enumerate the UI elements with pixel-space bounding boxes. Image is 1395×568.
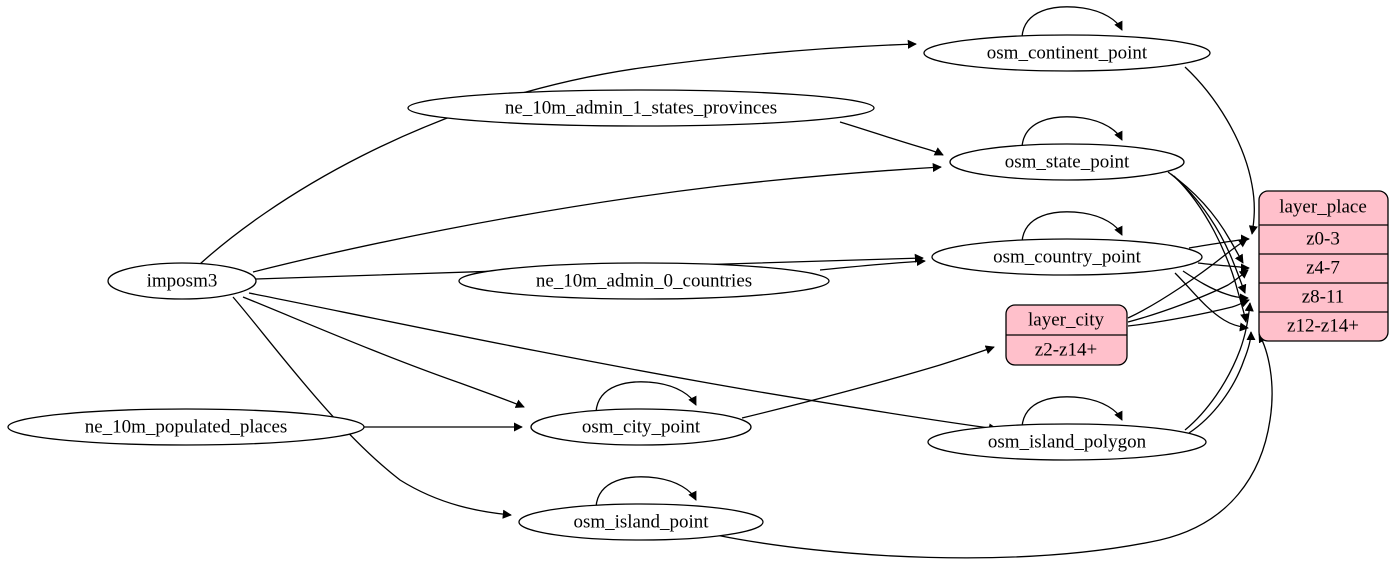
osm-country-point-label: osm_country_point: [993, 246, 1141, 267]
edge-osm-continent-point-to-layer-place-z0-3: [1184, 66, 1258, 235]
edge-osm-state-point-to-layer-place-z12-z14: [1173, 175, 1250, 323]
node-layer-place[interactable]: layer_place z0-3 z4-7 z8-11 z12-z14+: [1258, 190, 1389, 342]
edge-self-loop-osm-continent-point: [1021, 6, 1123, 38]
node-ne-10m-admin-1-states-provinces[interactable]: ne_10m_admin_1_states_provinces: [407, 89, 875, 127]
nodes-layer: osm_continent_point osm_state_point osm_…: [7, 34, 1389, 541]
node-osm-continent-point[interactable]: osm_continent_point: [923, 34, 1211, 72]
layer-place-row-z12-z14[interactable]: z12-z14+: [1287, 315, 1359, 336]
edge-imposm3-to-osm-state-point: [252, 162, 942, 273]
edge-layer-city-to-layer-place-z0-3: [1127, 238, 1248, 319]
edge-ne-states-to-osm-state-point: [839, 121, 944, 156]
layer-place-row-z4-7[interactable]: z4-7: [1306, 257, 1340, 278]
edge-self-loop-osm-island-polygon: [1021, 396, 1123, 428]
edge-osm-country-point-to-layer-place-z12-z14: [1174, 272, 1249, 332]
imposm3-label: imposm3: [147, 270, 218, 291]
osm-continent-point-label: osm_continent_point: [987, 42, 1148, 63]
imposm3-ellipse[interactable]: [107, 262, 257, 300]
edge-osm-island-polygon-to-layer-place-z8-11: [1184, 302, 1254, 431]
edge-imposm3-to-osm-island-polygon: [248, 292, 998, 433]
edge-osm-city-point-to-layer-city-z2-z14: [741, 345, 995, 419]
edge-ne-countries-to-osm-country-point: [819, 256, 926, 271]
edge-osm-country-point-to-layer-place-z4-7: [1197, 262, 1250, 273]
osm-island-polygon-label: osm_island_polygon: [988, 431, 1147, 452]
edge-osm-state-point-to-layer-place-z8-11: [1170, 173, 1247, 294]
layer-city-title: layer_city: [1028, 309, 1104, 330]
osm-island-polygon-ellipse[interactable]: [927, 423, 1207, 461]
node-ne-10m-populated-places[interactable]: ne_10m_populated_places: [7, 408, 365, 446]
osm-continent-point-ellipse[interactable]: [923, 34, 1211, 72]
node-imposm3[interactable]: imposm3: [107, 262, 257, 300]
layer-place-row-z0-3[interactable]: z0-3: [1306, 228, 1340, 249]
node-osm-island-point[interactable]: osm_island_point: [518, 503, 764, 541]
osm-city-point-ellipse[interactable]: [530, 408, 752, 446]
layer-place-title: layer_place: [1279, 196, 1367, 217]
edge-imposm3-to-osm-continent-point: [199, 39, 917, 265]
edge-imposm3-to-osm-island-point: [232, 296, 512, 519]
osm-island-point-ellipse[interactable]: [518, 503, 764, 541]
layer-city-row-z2-z14[interactable]: z2-z14+: [1035, 339, 1097, 360]
edges-layer: [199, 6, 1273, 559]
edge-self-loop-osm-island-point: [595, 476, 697, 508]
osm-state-point-ellipse[interactable]: [949, 143, 1185, 181]
edge-osm-island-polygon-to-layer-place-z12-z14: [1188, 331, 1256, 434]
ne-10m-admin-0-countries-label: ne_10m_admin_0_countries: [536, 270, 752, 291]
node-osm-island-polygon[interactable]: osm_island_polygon: [927, 423, 1207, 461]
layer-place-box[interactable]: [1258, 190, 1389, 342]
edge-osm-state-point-to-layer-place-z4-7: [1167, 171, 1244, 264]
edge-imposm3-to-osm-city-point: [242, 296, 525, 408]
osm-island-point-label: osm_island_point: [573, 511, 709, 532]
ne-10m-admin-1-states-provinces-label: ne_10m_admin_1_states_provinces: [505, 97, 777, 118]
layer-place-row-z8-11[interactable]: z8-11: [1302, 286, 1345, 307]
edge-osm-island-point-to-layer-place-z12-z14: [715, 333, 1273, 559]
edge-layer-city-to-layer-place-z4-7: [1127, 269, 1249, 323]
node-osm-country-point[interactable]: osm_country_point: [931, 238, 1203, 276]
edge-self-loop-osm-country-point: [1021, 211, 1123, 243]
ne-10m-populated-places-label: ne_10m_populated_places: [85, 416, 288, 437]
ne-10m-admin-1-states-provinces-ellipse[interactable]: [407, 89, 875, 127]
node-ne-10m-admin-0-countries[interactable]: ne_10m_admin_0_countries: [458, 262, 830, 300]
osm-state-point-label: osm_state_point: [1005, 151, 1130, 172]
edge-osm-country-point-to-layer-place-z8-11: [1182, 270, 1249, 303]
edge-self-loop-osm-state-point: [1021, 116, 1123, 148]
node-layer-city[interactable]: layer_city z2-z14+: [1005, 304, 1128, 366]
node-osm-city-point[interactable]: osm_city_point: [530, 408, 752, 446]
node-osm-state-point[interactable]: osm_state_point: [949, 143, 1185, 181]
ne-10m-populated-places-ellipse[interactable]: [7, 408, 365, 446]
edge-self-loop-osm-city-point: [595, 381, 697, 413]
ne-10m-admin-0-countries-ellipse[interactable]: [458, 262, 830, 300]
osm-city-point-label: osm_city_point: [582, 416, 701, 437]
osm-country-point-ellipse[interactable]: [931, 238, 1203, 276]
edge-layer-city-to-layer-place-z8-11: [1127, 298, 1250, 327]
